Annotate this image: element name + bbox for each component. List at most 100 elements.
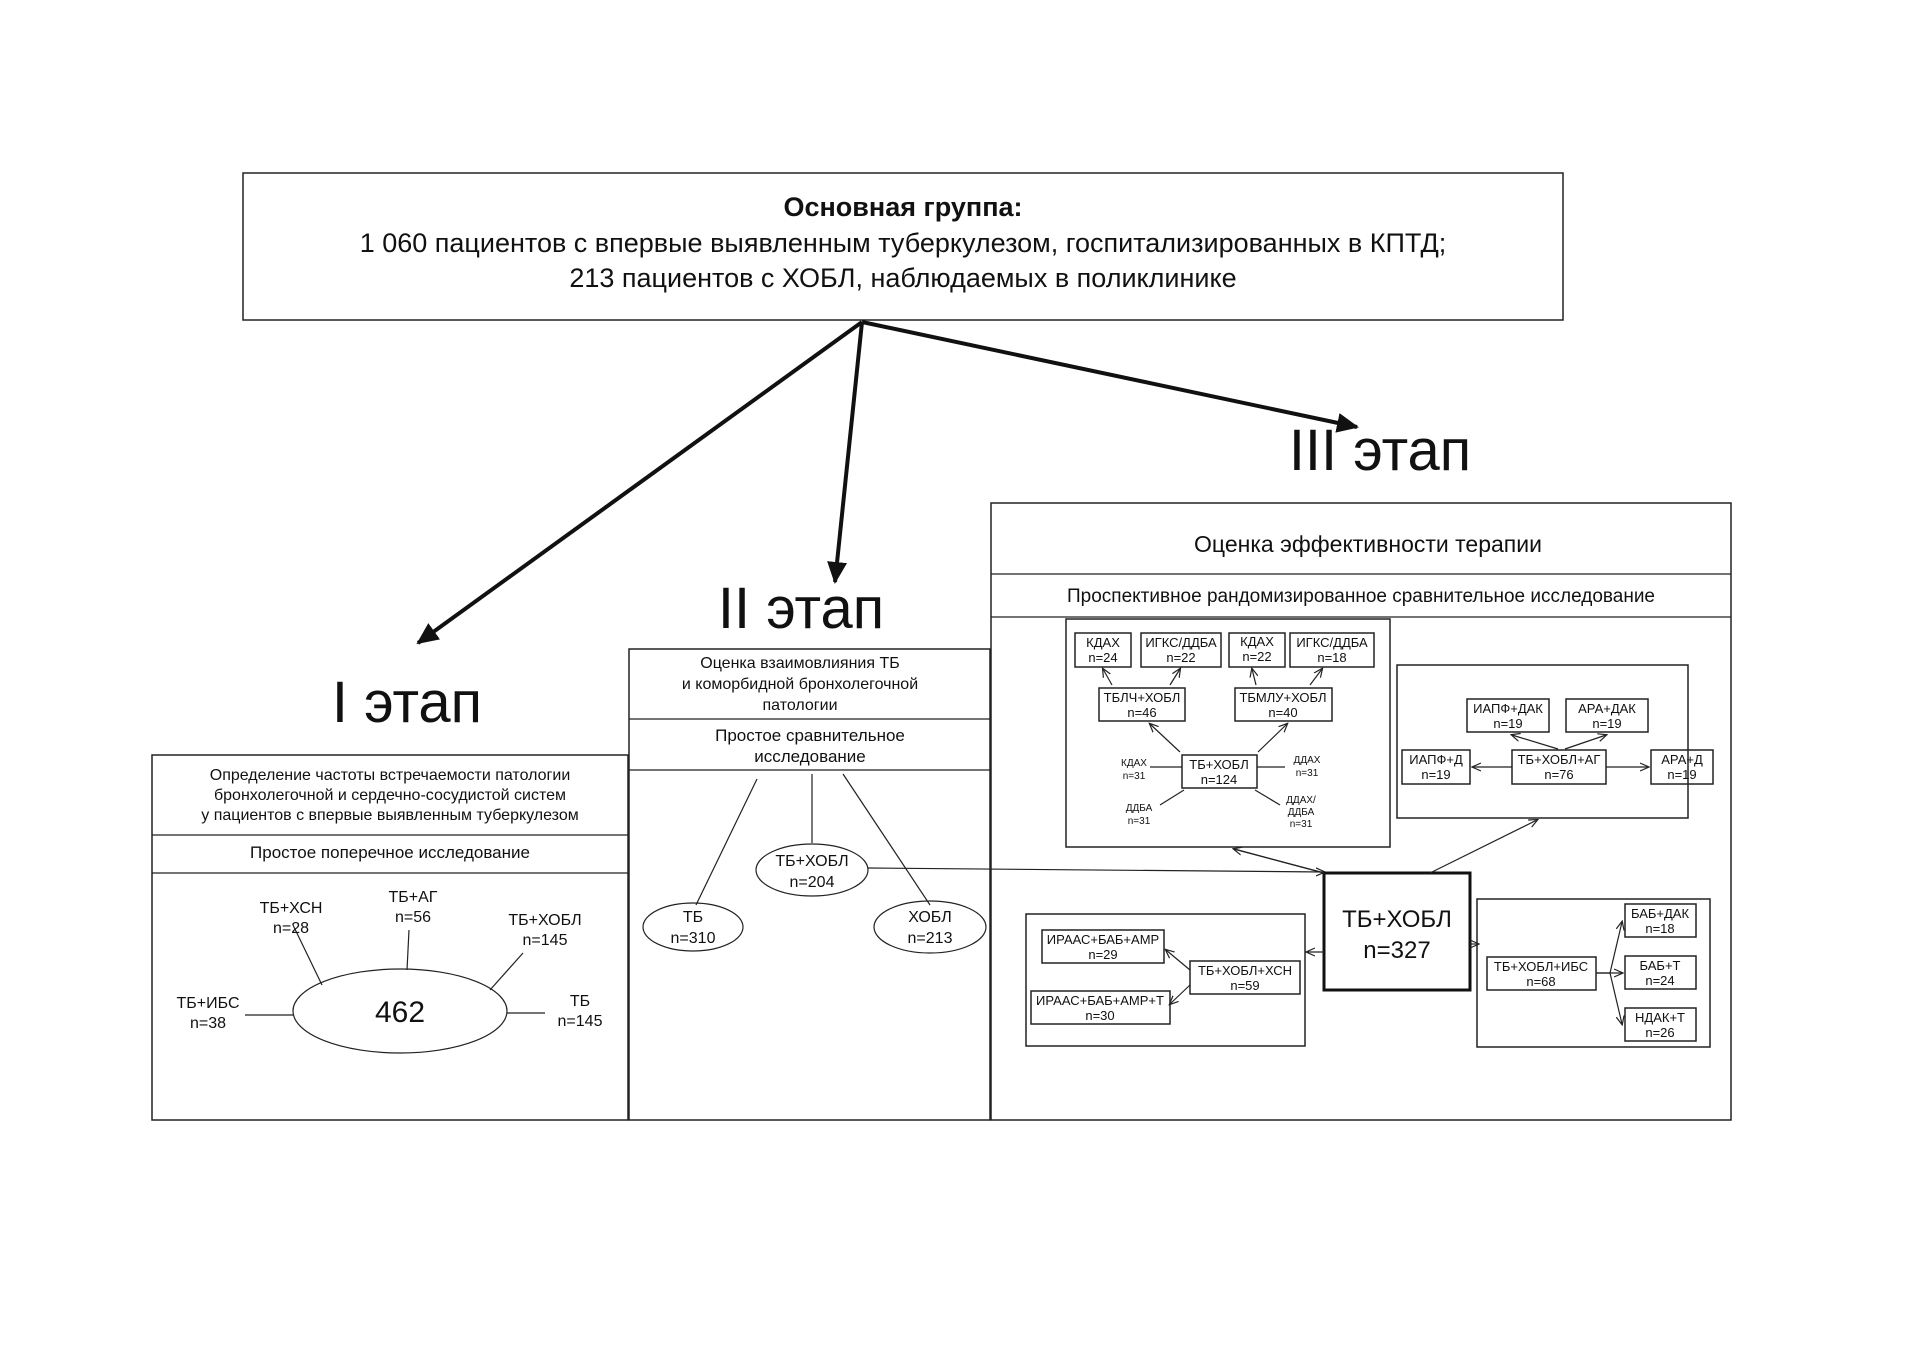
- stage1-item-tb-label: ТБ: [570, 993, 590, 1010]
- stage2-left-ellipse: [642, 902, 744, 952]
- g1-top3-n: n=22: [1242, 649, 1271, 664]
- stage1-item-ibs-n: n=38: [190, 1015, 226, 1032]
- g2-left-label: ИАПФ+Д: [1409, 752, 1463, 767]
- g1-mid2-n: n=40: [1268, 705, 1297, 720]
- g3-b-n: n=30: [1085, 1008, 1114, 1023]
- stage3-group2: ИАПФ+ДАК n=19 АРА+ДАК n=19 ИАПФ+Д n=19 Т…: [1396, 664, 1714, 819]
- stage2-center-n: n=204: [790, 874, 835, 891]
- stage3-desc: Оценка эффективности терапии: [1194, 531, 1542, 557]
- stage3-group3: ИРААС+БАБ+АМР n=29 ИРААС+БАБ+АМР+Т n=30 …: [1025, 913, 1306, 1047]
- g2-left-n: n=19: [1421, 767, 1450, 782]
- stage2-desc-line1: Оценка взаимовлияния ТБ: [700, 655, 899, 672]
- stage1-item-hobl-n: n=145: [523, 932, 568, 949]
- stage-arrows: [416, 320, 1359, 645]
- g1-side4-n: n=31: [1290, 819, 1313, 830]
- g4-item3-n: n=26: [1645, 1025, 1674, 1040]
- arrow-to-stage1: [416, 320, 864, 645]
- g4-item1-n: n=18: [1645, 921, 1674, 936]
- stage2-right-label: ХОБЛ: [908, 909, 952, 926]
- stage2-center-ellipse: [755, 843, 869, 897]
- main-group-box: Основная группа: 1 060 пациентов с вперв…: [242, 172, 1564, 321]
- stage3-panel: Оценка эффективности терапии Проспективн…: [990, 502, 1732, 1121]
- stage2-right-n: n=213: [908, 930, 953, 947]
- g1-top4-label: ИГКС/ДДБА: [1296, 635, 1368, 650]
- stage1-panel: Определение частоты встречаемости патоло…: [151, 754, 629, 1121]
- stage2-center-label: ТБ+ХОБЛ: [775, 853, 848, 870]
- g4-item2-label: БАБ+Т: [1640, 958, 1681, 973]
- g3-center-n: n=59: [1230, 978, 1259, 993]
- stage2-right-ellipse: [873, 900, 987, 954]
- g3-b-label: ИРААС+БАБ+АМР+Т: [1036, 993, 1164, 1008]
- g4-item2-n: n=24: [1645, 973, 1674, 988]
- g3-a-n: n=29: [1088, 947, 1117, 962]
- g1-top1-label: КДАХ: [1086, 635, 1120, 650]
- stage1-center-value: 462: [375, 996, 425, 1029]
- stage3-title: III этап: [1289, 418, 1471, 483]
- center-to-group2: [1429, 820, 1537, 874]
- g2-top2-label: АРА+ДАК: [1578, 701, 1636, 716]
- stage2-left-n: n=310: [671, 930, 716, 947]
- arrow-to-stage2: [827, 321, 864, 584]
- stage1-center-ellipse: [292, 968, 508, 1054]
- g1-mid1-label: ТБЛЧ+ХОБЛ: [1104, 690, 1181, 705]
- g3-a-label: ИРААС+БАБ+АМР: [1047, 932, 1159, 947]
- g4-item1-label: БАБ+ДАК: [1631, 906, 1690, 921]
- main-group-title: Основная группа:: [783, 192, 1022, 222]
- g1-side4-l1: ДДАХ/: [1286, 795, 1316, 806]
- stage1-item-ag-label: ТБ+АГ: [389, 889, 438, 906]
- stage3-group4: ТБ+ХОБЛ+ИБС n=68 БАБ+ДАК n=18 БАБ+Т n=24…: [1476, 898, 1711, 1048]
- g4-item3-label: НДАК+Т: [1635, 1010, 1685, 1025]
- g1-side1-label: КДАХ: [1121, 758, 1147, 769]
- stage3-center-label: ТБ+ХОБЛ: [1342, 906, 1452, 933]
- g4-center-label: ТБ+ХОБЛ+ИБС: [1494, 959, 1588, 974]
- g2-right-n: n=19: [1667, 767, 1696, 782]
- g1-top1-n: n=24: [1088, 650, 1117, 665]
- g1-mid1-n: n=46: [1127, 705, 1156, 720]
- g1-top2-n: n=22: [1166, 650, 1195, 665]
- stage2-method-line1: Простое сравнительное: [715, 726, 905, 745]
- g1-side3-n: n=31: [1128, 816, 1151, 827]
- stage1-desc-line1: Определение частоты встречаемости патоло…: [210, 767, 571, 784]
- arrow-to-stage3: [861, 320, 1359, 433]
- stage3-method: Проспективное рандомизированное сравните…: [1067, 586, 1655, 607]
- g1-top3-label: КДАХ: [1240, 634, 1274, 649]
- g3-center-label: ТБ+ХОБЛ+ХСН: [1198, 963, 1292, 978]
- stage2-to-stage3-connector: [867, 868, 1324, 872]
- stage1-item-ag-n: n=56: [395, 909, 431, 926]
- stage3-center-n: n=327: [1363, 937, 1430, 964]
- stage3-center-box: [1322, 871, 1472, 992]
- group1-link: [1233, 848, 1325, 874]
- stage1-item-hsn-label: ТБ+ХСН: [260, 900, 323, 917]
- stage2-left-label: ТБ: [683, 909, 703, 926]
- g2-center-n: n=76: [1544, 767, 1573, 782]
- stage1-desc-line3: у пациентов с впервые выявленным туберку…: [201, 807, 578, 824]
- g1-center-label: ТБ+ХОБЛ: [1189, 757, 1248, 772]
- stage3-group1: КДАХ n=24 ИГКС/ДДБА n=22 КДАХ n=22 ИГКС/…: [1065, 618, 1391, 848]
- stage1-item-ibs-label: ТБ+ИБС: [177, 995, 240, 1012]
- g1-center-n: n=124: [1201, 772, 1238, 787]
- g2-right-label: АРА+Д: [1661, 752, 1703, 767]
- g1-top4-n: n=18: [1317, 650, 1346, 665]
- stage1-item-hsn-n: n=28: [273, 920, 309, 937]
- stage1-title: I этап: [332, 670, 482, 735]
- stage1-desc-line2: бронхолегочной и сердечно-сосудистой сис…: [214, 787, 566, 804]
- main-group-line1: 1 060 пациентов с впервые выявленным туб…: [360, 228, 1447, 258]
- g1-side3-label: ДДБА: [1126, 803, 1153, 814]
- stage1-method: Простое поперечное исследование: [250, 843, 530, 862]
- g1-top2-label: ИГКС/ДДБА: [1145, 635, 1217, 650]
- g2-top1-label: ИАПФ+ДАК: [1473, 701, 1543, 716]
- g2-top2-n: n=19: [1592, 716, 1621, 731]
- g1-side4-l2: ДДБА: [1288, 807, 1315, 818]
- stage2-title: II этап: [718, 576, 884, 641]
- stage1-item-hobl-label: ТБ+ХОБЛ: [508, 912, 581, 929]
- stage2-desc-line3: патологии: [762, 697, 837, 714]
- stage2-desc-line2: и коморбидной бронхолегочной: [682, 676, 918, 693]
- main-group-line2: 213 пациентов с ХОБЛ, наблюдаемых в поли…: [569, 263, 1236, 293]
- g1-mid2-label: ТБМЛУ+ХОБЛ: [1239, 690, 1326, 705]
- g4-center-n: n=68: [1526, 974, 1555, 989]
- stage2-panel: Оценка взаимовлияния ТБ и коморбидной бр…: [628, 648, 991, 1121]
- g1-side2-label: ДДАХ: [1294, 755, 1321, 766]
- stage2-method-line2: исследование: [754, 747, 866, 766]
- g1-side1-n: n=31: [1123, 771, 1146, 782]
